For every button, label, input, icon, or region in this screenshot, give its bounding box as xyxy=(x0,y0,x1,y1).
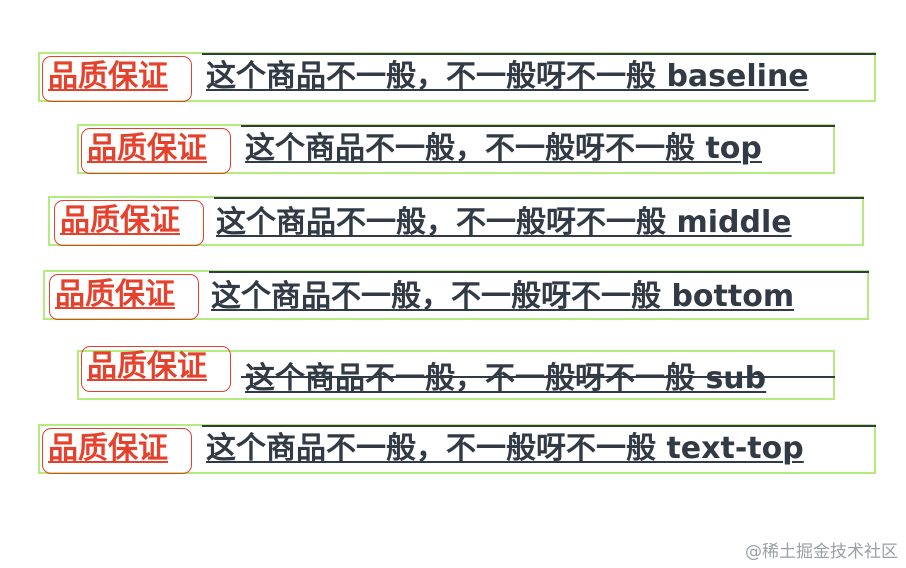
product-text: 这个商品不一般，不一般呀不一般 sub xyxy=(245,362,766,396)
align-label: baseline xyxy=(666,59,809,94)
row-bottom: 品质保证 这个商品不一般，不一般呀不一般 bottom xyxy=(43,270,869,320)
quality-badge: 品质保证 xyxy=(42,56,192,102)
text-overline xyxy=(214,197,864,199)
product-text: 这个商品不一般，不一般呀不一般 baseline xyxy=(206,60,809,94)
watermark: @稀土掘金技术社区 xyxy=(745,542,898,562)
product-description: 这个商品不一般，不一般呀不一般 xyxy=(216,205,666,240)
quality-badge: 品质保证 xyxy=(81,346,231,392)
product-description: 这个商品不一般，不一般呀不一般 xyxy=(206,59,656,94)
align-label: top xyxy=(705,131,762,166)
product-description: 这个商品不一般，不一般呀不一般 xyxy=(206,431,656,466)
row-top: 品质保证 这个商品不一般，不一般呀不一般 top xyxy=(77,124,835,174)
align-label: text-top xyxy=(666,431,804,466)
quality-badge: 品质保证 xyxy=(49,274,199,320)
quality-badge: 品质保证 xyxy=(54,200,204,246)
product-description: 这个商品不一般，不一般呀不一般 xyxy=(211,279,661,314)
align-label: middle xyxy=(676,205,792,240)
product-description: 这个商品不一般，不一般呀不一般 xyxy=(245,361,695,396)
product-description: 这个商品不一般，不一般呀不一般 xyxy=(245,131,695,166)
text-overline xyxy=(241,376,835,378)
product-text: 这个商品不一般，不一般呀不一般 bottom xyxy=(211,280,794,314)
row-sub: 品质保证 这个商品不一般，不一般呀不一般 sub xyxy=(77,346,835,400)
text-overline xyxy=(202,425,876,427)
text-overline xyxy=(202,53,876,55)
text-overline xyxy=(209,271,869,273)
row-baseline: 品质保证 这个商品不一般，不一般呀不一般 baseline xyxy=(38,52,876,102)
product-text: 这个商品不一般，不一般呀不一般 text-top xyxy=(206,432,804,466)
align-label: bottom xyxy=(671,279,795,314)
quality-badge: 品质保证 xyxy=(81,128,231,174)
row-text-top: 品质保证 这个商品不一般，不一般呀不一般 text-top xyxy=(38,424,876,474)
quality-badge: 品质保证 xyxy=(42,428,192,474)
product-text: 这个商品不一般，不一般呀不一般 middle xyxy=(216,206,792,240)
text-overline xyxy=(241,125,835,127)
align-label: sub xyxy=(705,361,767,396)
product-text: 这个商品不一般，不一般呀不一般 top xyxy=(245,132,762,166)
row-middle: 品质保证 这个商品不一般，不一般呀不一般 middle xyxy=(48,196,864,246)
